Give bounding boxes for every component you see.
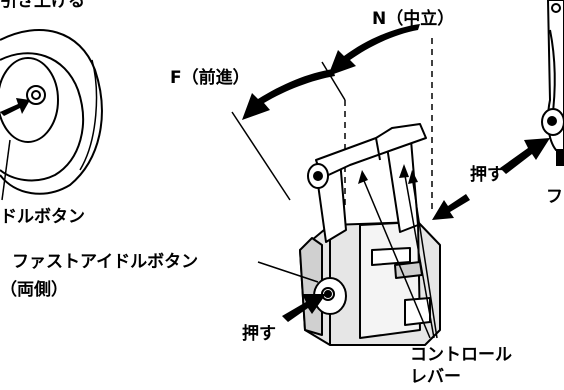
label-forward: F（前進） — [170, 68, 250, 88]
arrowhead-icon — [408, 170, 418, 184]
leader-line — [1, 139, 11, 201]
label-raise: 引き上げる — [0, 0, 85, 11]
left-button-housing — [0, 29, 103, 195]
label-both-sides: （両側） — [0, 280, 68, 300]
label-control-lever: コントロール — [410, 345, 512, 365]
label-idle-button: ドルボタン — [0, 207, 85, 227]
label-fast-idle-button: ファストアイドルボタン — [12, 252, 199, 272]
right-lever-partial — [541, 0, 564, 151]
arrowhead-icon — [399, 164, 409, 178]
curved-arrow-icon — [242, 69, 335, 120]
arrowhead-icon — [358, 170, 368, 184]
right-edge-mark — [556, 150, 564, 166]
leader-line — [257, 261, 319, 283]
curved-arrow-icon — [328, 24, 420, 76]
push-arrow-icon — [282, 294, 326, 322]
label-push-bottom: 押す — [242, 324, 276, 344]
label-right-edge: フ — [546, 187, 563, 207]
push-arrow-icon — [0, 98, 30, 116]
label-neutral: N（中立） — [372, 9, 455, 29]
label-control-lever-2: レバー — [410, 367, 461, 387]
push-arrow-icon — [500, 138, 550, 174]
push-arrow-icon — [432, 194, 470, 220]
leader-line — [361, 169, 438, 339]
label-push-right: 押す — [470, 165, 504, 185]
